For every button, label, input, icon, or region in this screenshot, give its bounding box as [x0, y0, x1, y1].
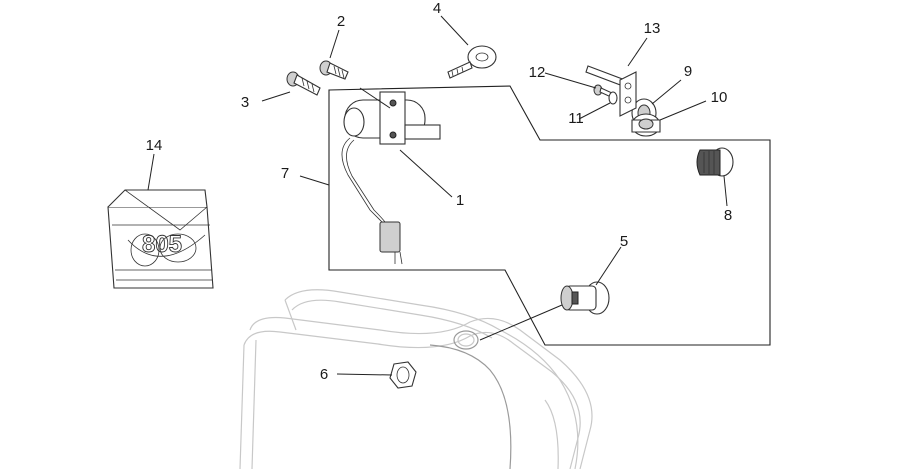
callout-14: 14	[146, 137, 163, 154]
assembly-frame	[328, 85, 771, 346]
callout-10: 10	[711, 89, 728, 106]
part-14-tool-kit-bag: 805	[107, 189, 214, 289]
part-2-screw	[319, 60, 349, 80]
callout-8: 8	[724, 207, 732, 224]
part-1-lock-actuator	[341, 91, 441, 265]
callout-6: 6	[320, 366, 328, 383]
callout-12: 12	[529, 64, 546, 81]
callout-13: 13	[644, 20, 661, 37]
callout-7: 7	[281, 165, 289, 182]
callout-5: 5	[620, 233, 628, 250]
part-4-key	[447, 45, 497, 79]
part-6-nut	[389, 361, 417, 389]
bodywork-panel	[239, 289, 593, 469]
part-5-lock-barrel	[560, 281, 610, 315]
callout-11: 11	[568, 110, 584, 127]
part-13-bracket	[585, 65, 637, 117]
leader-lines	[147, 15, 728, 376]
part-10-sleeve	[631, 113, 661, 137]
callout-1: 1	[456, 192, 464, 209]
callout-2: 2	[337, 13, 345, 30]
callout-numbers: 1 2 3 4 5 6 7 8 9 10 11 12 13 14	[146, 0, 733, 383]
callout-4: 4	[433, 0, 441, 17]
part-3-screw	[286, 71, 321, 96]
kit-bag-label: 805	[142, 231, 182, 258]
callout-3: 3	[241, 94, 249, 111]
part-11-washer	[608, 91, 618, 105]
part-8-lock-cylinder	[696, 147, 734, 177]
callout-9: 9	[684, 63, 692, 80]
